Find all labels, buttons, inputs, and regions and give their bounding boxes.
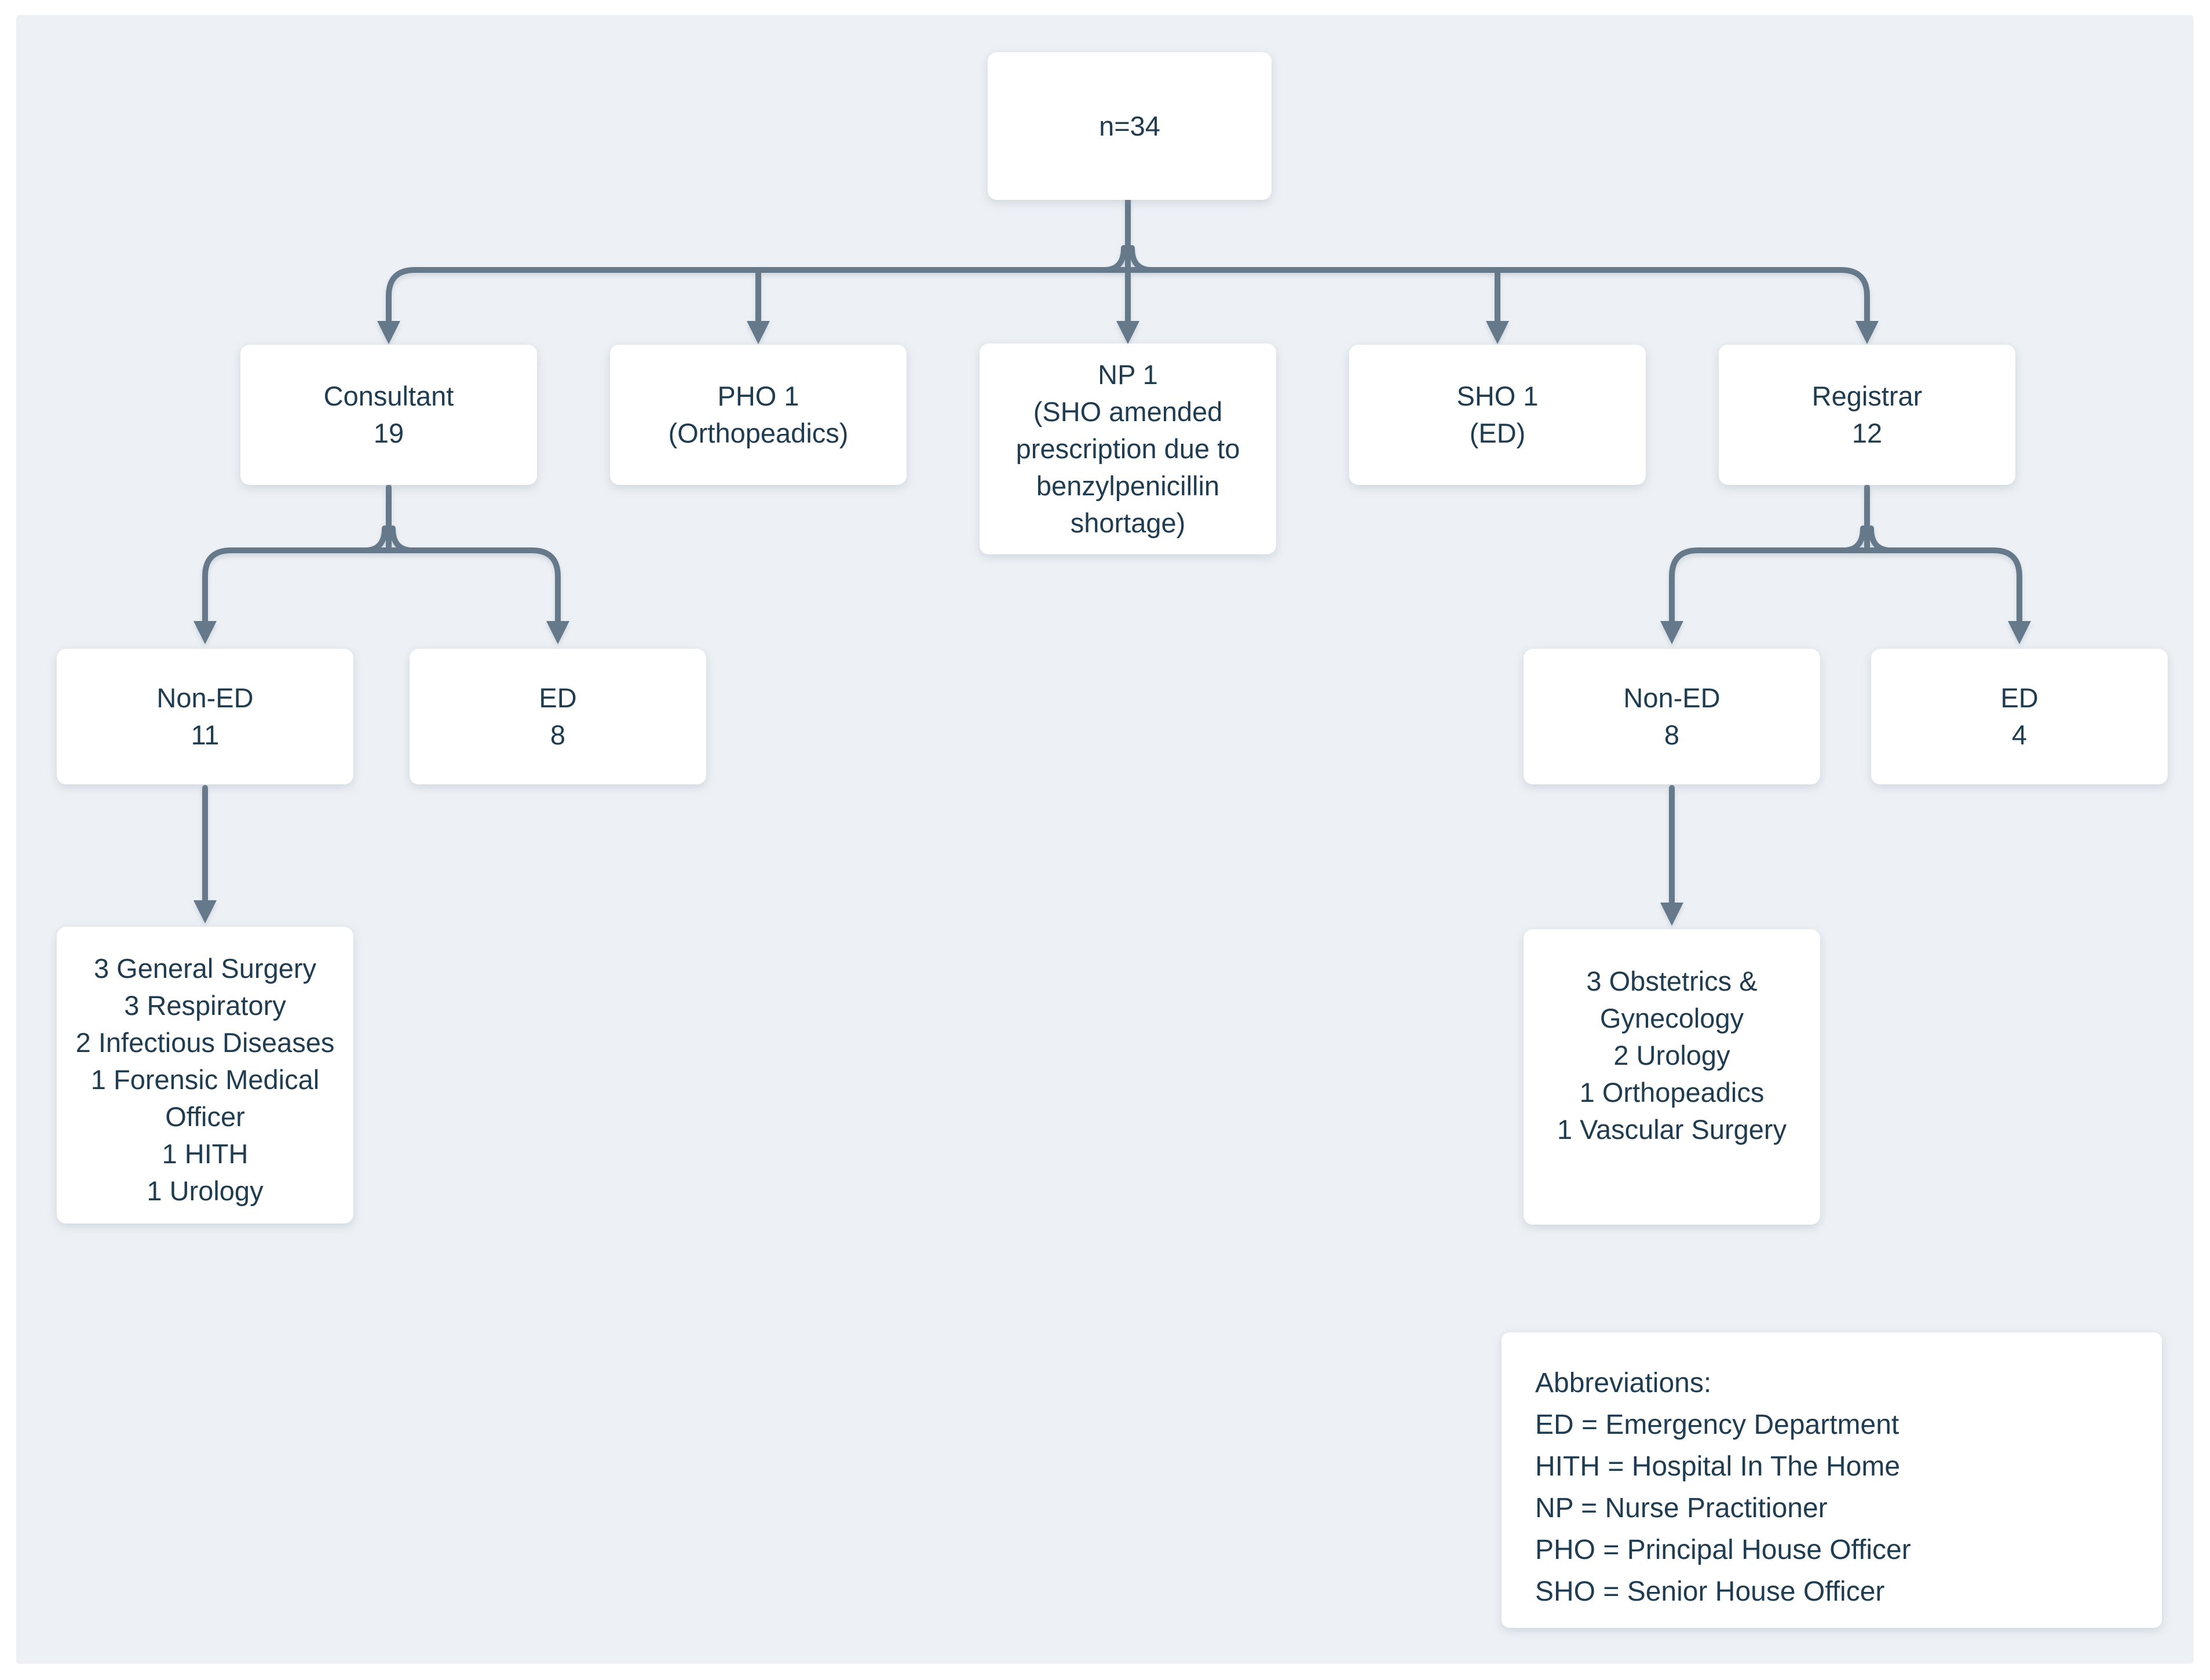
abbreviations-legend: Abbreviations: ED = Emergency Department… <box>1502 1332 2162 1628</box>
node-registrar: Registrar 12 <box>1719 345 2015 485</box>
consultant-branch-connector <box>193 484 569 644</box>
legend-entry: PHO = Principal House Officer <box>1535 1535 1911 1565</box>
node-pho: PHO 1 (Orthopeadics) <box>610 345 907 485</box>
node-registrar-non-ed-detail: 3 Obstetrics & Gynecology 2 Urology 1 Or… <box>1524 929 1820 1225</box>
node-consultant-ed: ED 8 <box>410 649 706 784</box>
legend-entry: NP = Nurse Practitioner <box>1535 1493 1828 1524</box>
node-total: n=34 <box>988 52 1272 200</box>
node-consultant-non-ed-detail: 3 General Surgery 3 Respiratory 2 Infect… <box>57 927 353 1224</box>
root-branch-connector <box>377 196 1879 344</box>
node-registrar-non-ed: Non-ED 8 <box>1524 649 1820 784</box>
node-registrar-ed: ED 4 <box>1871 649 2168 784</box>
legend-title: Abbreviations: <box>1535 1368 1712 1398</box>
node-consultant: Consultant 19 <box>240 345 537 485</box>
registrar-branch-connector <box>1660 484 2031 644</box>
node-np: NP 1 (SHO amended prescription due to be… <box>980 344 1276 554</box>
legend-entry: HITH = Hospital In The Home <box>1535 1451 1901 1482</box>
legend-entry: SHO = Senior House Officer <box>1535 1576 1885 1607</box>
node-sho: SHO 1 (ED) <box>1349 345 1646 485</box>
legend-entry: ED = Emergency Department <box>1535 1409 1899 1440</box>
node-consultant-non-ed: Non-ED 11 <box>57 649 353 784</box>
